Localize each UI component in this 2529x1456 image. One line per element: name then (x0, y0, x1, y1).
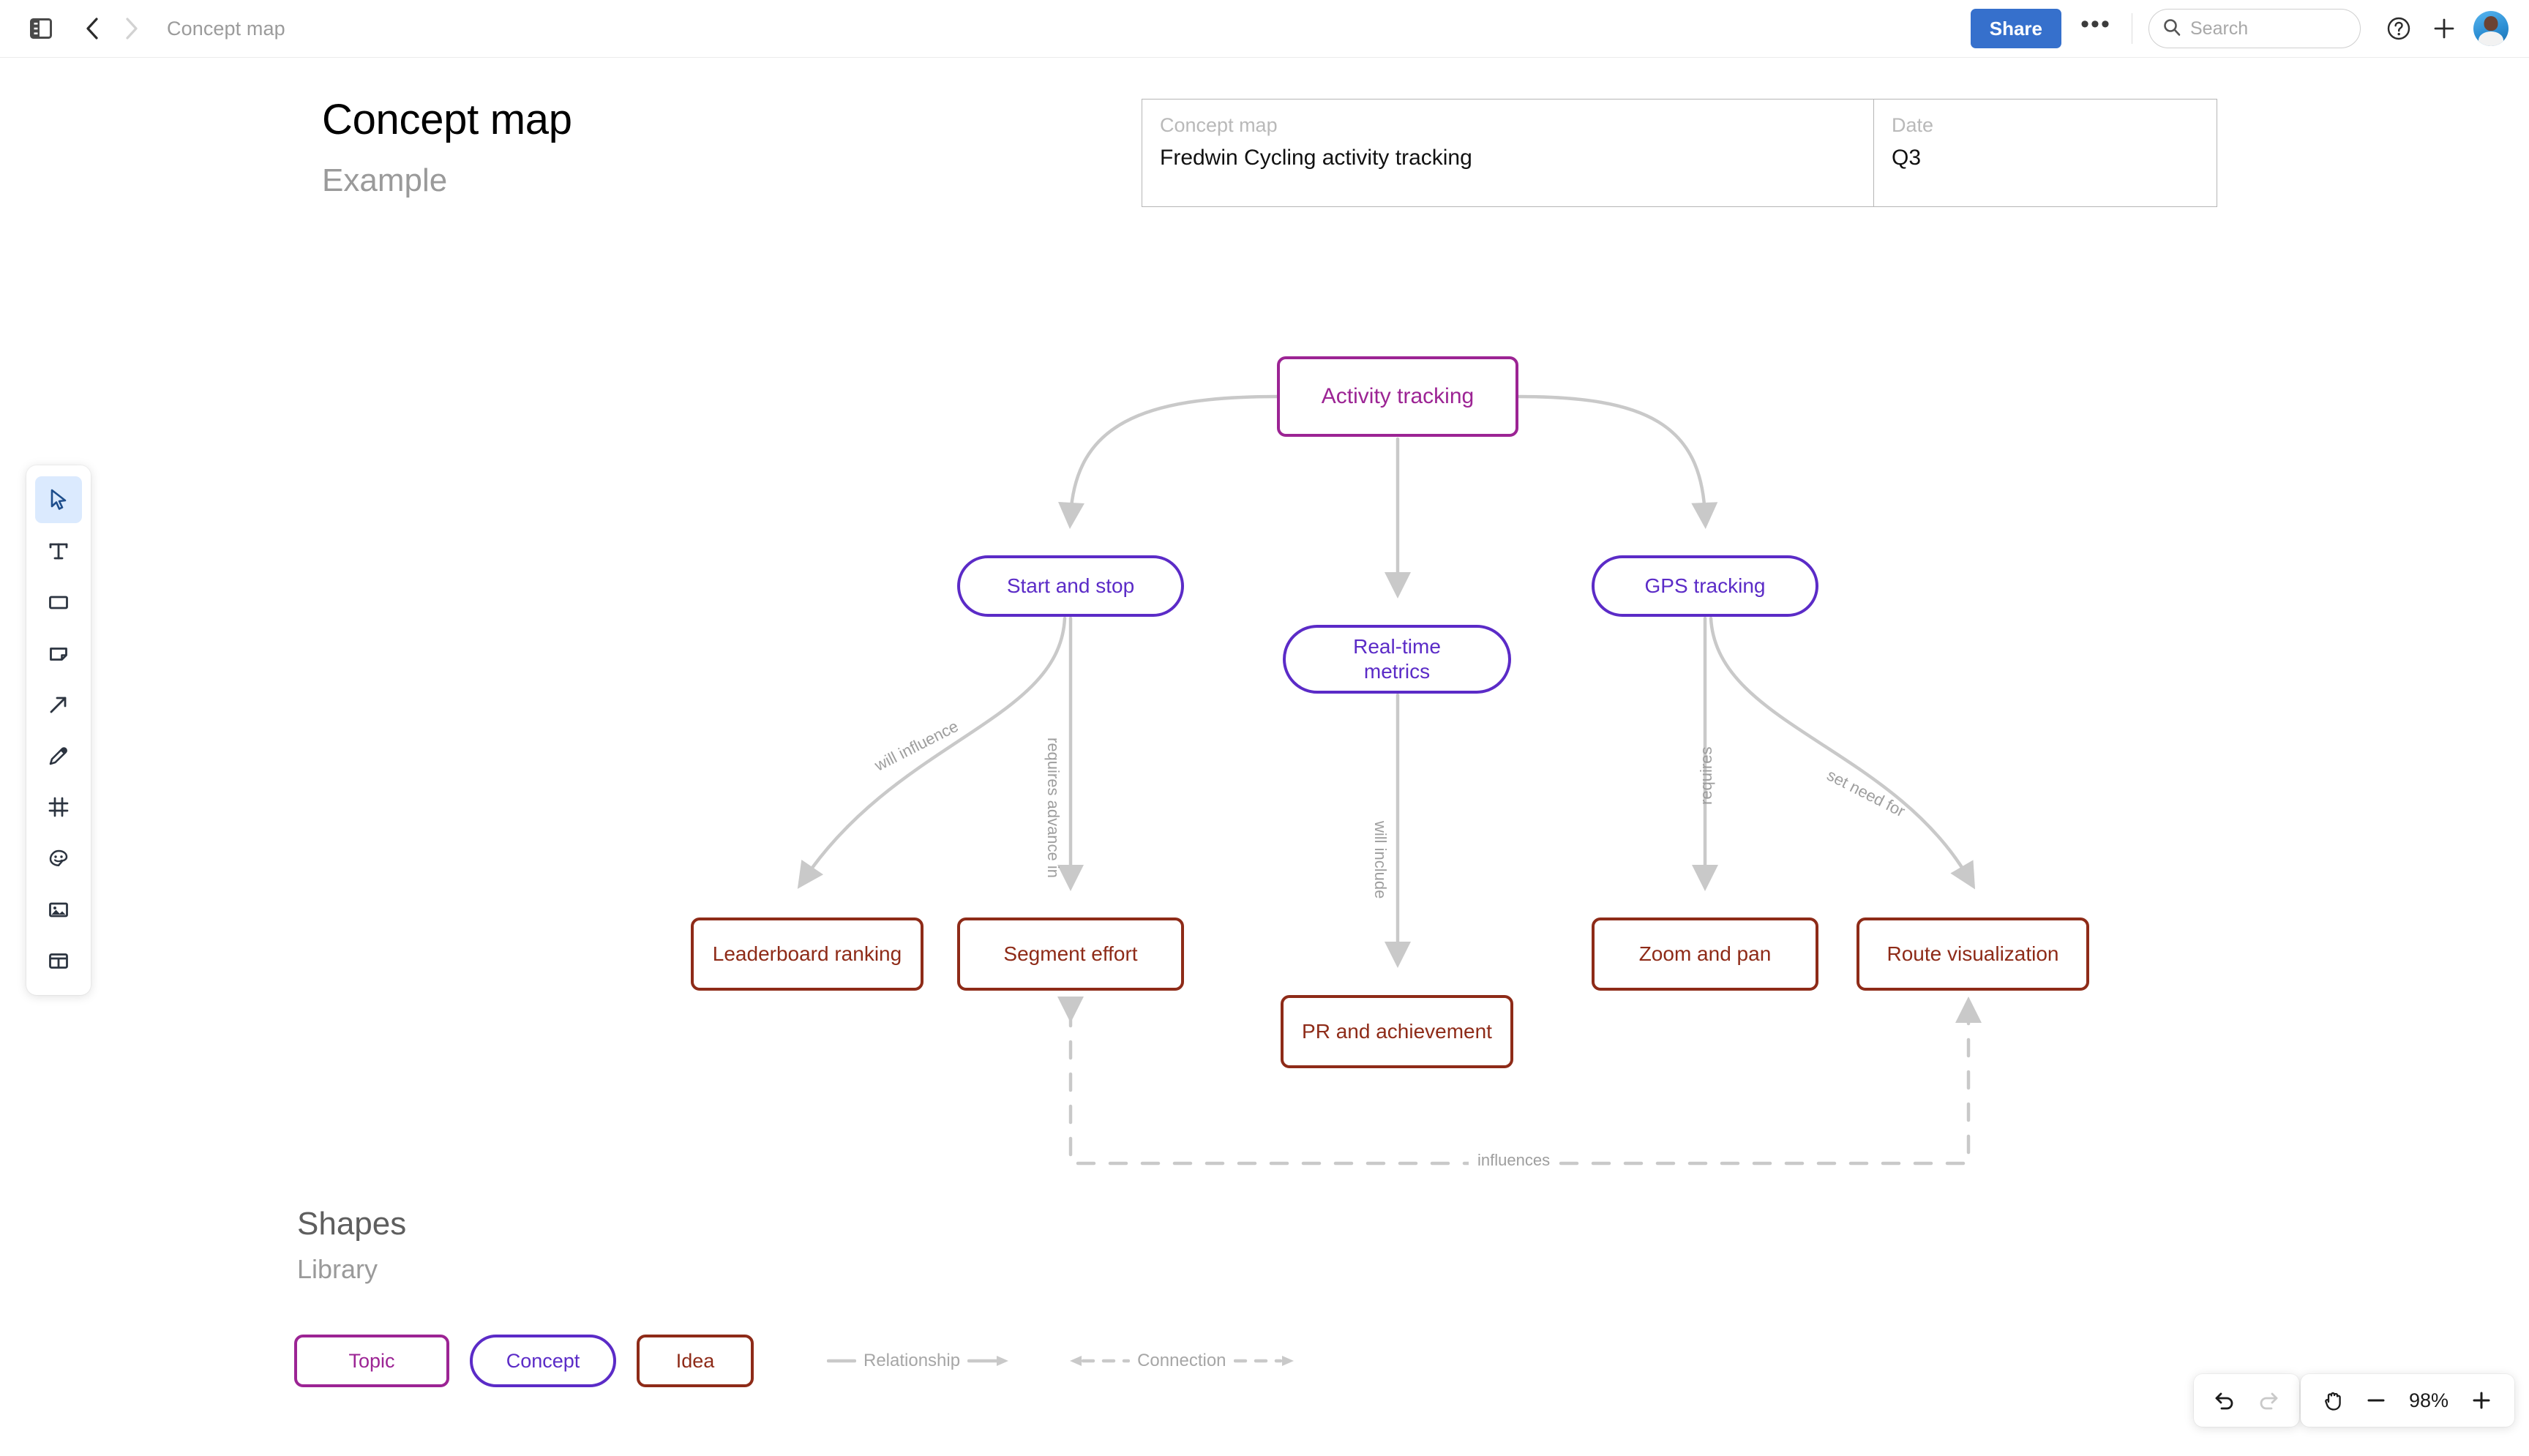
undo-button[interactable] (2204, 1379, 2247, 1422)
edge-label-will-influence: will influence (872, 716, 962, 775)
zoom-in-button[interactable] (2460, 1379, 2503, 1422)
avatar[interactable] (2473, 11, 2509, 46)
edge-label-requires-advance-in: requires advance in (1044, 738, 1063, 879)
legend-shape-idea[interactable]: Idea (637, 1335, 754, 1387)
template-tool[interactable] (35, 937, 82, 984)
node-start-and-stop[interactable]: Start and stop (957, 555, 1184, 617)
node-pr-and-achievement[interactable]: PR and achievement (1281, 995, 1513, 1068)
history-panel (2194, 1374, 2299, 1427)
chevron-left-icon[interactable] (73, 10, 111, 48)
legend-edge-connection[interactable]: Connection (1068, 1351, 1295, 1371)
top-bar-right-group: Share ••• Search (1970, 9, 2529, 48)
legend-edge-relationship[interactable]: Relationship (827, 1351, 1010, 1371)
legend-edge-label: Connection (1137, 1351, 1226, 1370)
page-subtitle: Example (322, 162, 448, 198)
more-options-button[interactable]: ••• (2080, 10, 2111, 38)
shapes-library-title: Shapes (297, 1206, 407, 1242)
plus-icon[interactable] (2425, 10, 2463, 48)
top-bar: Concept map Share ••• Search (0, 0, 2529, 58)
chevron-right-icon[interactable] (113, 10, 151, 48)
info-cell-date[interactable]: Date Q3 (1874, 100, 2217, 206)
redo-button[interactable] (2247, 1379, 2289, 1422)
info-table: Concept map Fredwin Cycling activity tra… (1142, 99, 2217, 207)
node-gps-tracking[interactable]: GPS tracking (1592, 555, 1818, 617)
legend-arrow-end-icon (1233, 1356, 1294, 1366)
help-circle-icon[interactable] (2380, 10, 2418, 48)
node-route-visualization[interactable]: Route visualization (1857, 917, 2089, 991)
text-tool[interactable] (35, 528, 82, 574)
node-zoom-and-pan[interactable]: Zoom and pan (1592, 917, 1818, 991)
connector-tool[interactable] (35, 681, 82, 728)
edge-segment-to-route-influences (1057, 997, 1982, 1166)
node-activity-tracking[interactable]: Activity tracking (1277, 356, 1518, 437)
zoom-panel: 98% (2301, 1374, 2514, 1427)
legend-shape-concept[interactable]: Concept (470, 1335, 616, 1387)
shapes-legend: Topic Concept Idea Relationship Connecti… (294, 1335, 1295, 1387)
hand-icon[interactable] (2312, 1379, 2355, 1422)
edge-gps-to-route (1709, 616, 1976, 890)
info-cell-concept-map[interactable]: Concept map Fredwin Cycling activity tra… (1142, 100, 1874, 206)
zoom-level[interactable]: 98% (2408, 1389, 2449, 1411)
legend-arrow-start-icon (1070, 1356, 1131, 1366)
edge-label-will-include: will include (1371, 821, 1390, 899)
info-label: Concept map (1160, 114, 1278, 136)
search-input[interactable]: Search (2148, 9, 2361, 48)
sticky-note-tool[interactable] (35, 630, 82, 677)
page-title: Concept map (322, 96, 572, 143)
info-label: Date (1892, 114, 1934, 136)
edge-label-influences: influences (1469, 1151, 1559, 1170)
edge-activity-to-start (1058, 394, 1279, 529)
edge-label-requires: requires (1697, 746, 1715, 805)
node-leaderboard-ranking[interactable]: Leaderboard ranking (691, 917, 923, 991)
zoom-out-button[interactable] (2355, 1379, 2397, 1422)
sidebar-toggle-icon[interactable] (22, 10, 60, 48)
legend-shape-topic[interactable]: Topic (294, 1335, 449, 1387)
search-placeholder: Search (2190, 18, 2249, 39)
legend-line-solid (827, 1359, 856, 1363)
legend-edge-label: Relationship (863, 1351, 961, 1370)
image-tool[interactable] (35, 886, 82, 933)
pen-tool[interactable] (35, 732, 82, 779)
legend-arrow-end-icon (967, 1356, 1009, 1366)
share-button[interactable]: Share (1970, 9, 2061, 48)
select-tool[interactable] (35, 476, 82, 523)
edge-label-set-need-for: set need for (1824, 765, 1908, 821)
node-segment-effort[interactable]: Segment effort (957, 917, 1184, 991)
edge-activity-to-gps (1516, 394, 1718, 529)
shapes-library-subtitle: Library (297, 1254, 378, 1284)
info-value: Q3 (1892, 146, 1922, 170)
info-value: Fredwin Cycling activity tracking (1160, 146, 1472, 170)
frame-tool[interactable] (35, 784, 82, 830)
search-icon (2162, 18, 2181, 40)
shape-tool[interactable] (35, 579, 82, 626)
sticker-tool[interactable] (35, 835, 82, 882)
left-toolbar (26, 465, 91, 995)
node-real-time-metrics[interactable]: Real-time metrics (1283, 625, 1511, 694)
breadcrumb[interactable]: Concept map (167, 17, 285, 40)
edge-start-to-leaderboard (797, 616, 1067, 889)
